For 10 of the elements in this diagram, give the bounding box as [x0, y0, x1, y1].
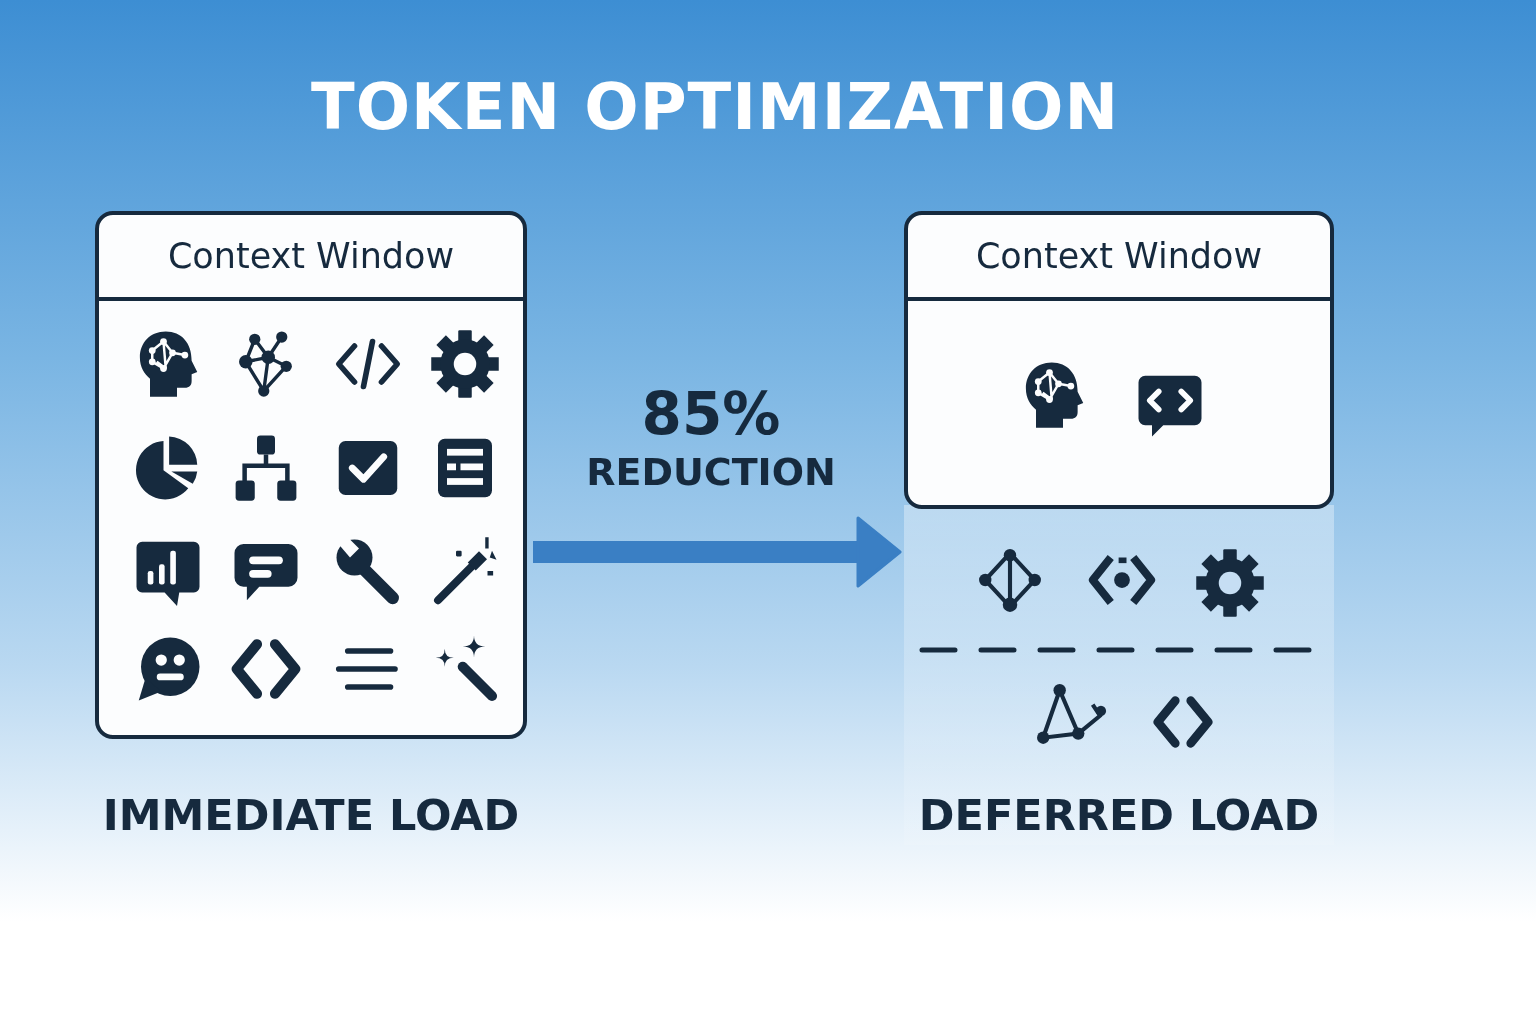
load-label: DEFERRED LOAD	[918, 790, 1320, 840]
context-window-panel	[904, 211, 1334, 509]
context-window-panel	[95, 211, 527, 739]
load-label: IMMEDIATE LOAD	[102, 790, 520, 840]
percentage-text: 85%	[641, 380, 781, 448]
title: TOKEN OPTIMIZATION	[310, 70, 1120, 144]
panel-title: Context Window	[975, 236, 1263, 276]
panel-title: Context Window	[167, 236, 455, 276]
arrow	[533, 516, 902, 588]
reduction-text: REDUCTION	[586, 450, 836, 494]
